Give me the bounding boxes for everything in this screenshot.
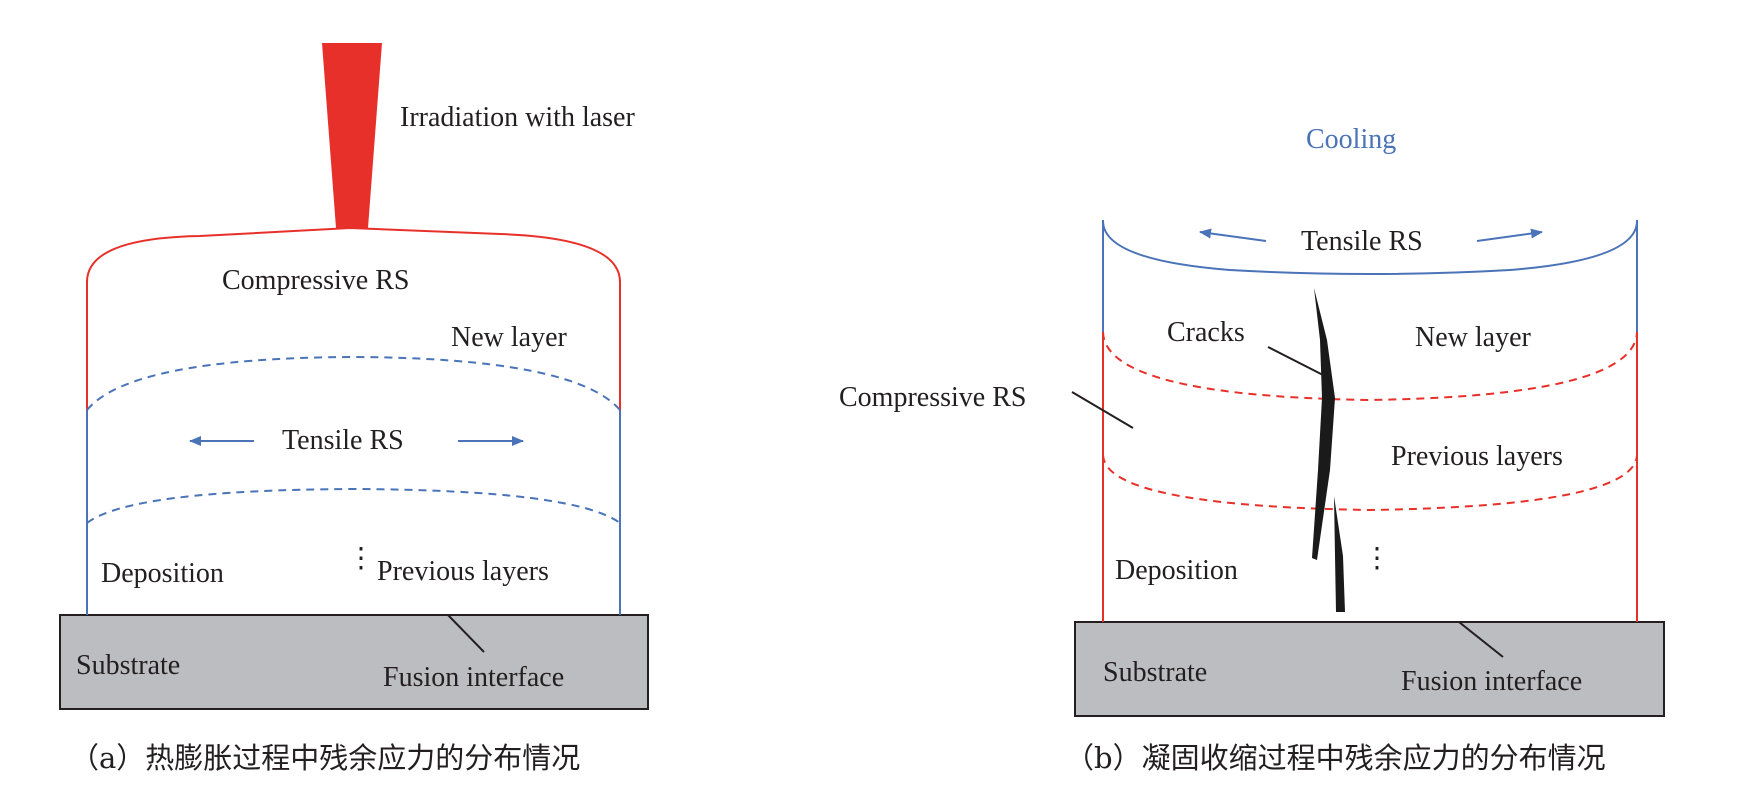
substrate-block-b [1074, 621, 1665, 717]
cracks-label: Cracks [1167, 317, 1245, 348]
laser-label: Irradiation with laser [400, 102, 635, 133]
ellipsis-a: ⋮ [347, 543, 375, 574]
ellipsis-b: ⋮ [1363, 543, 1391, 574]
substrate-label: Substrate [76, 650, 180, 681]
new-layer-boundary [86, 355, 621, 411]
top-surface-b [1102, 220, 1638, 275]
caption-a: （a）热膨胀过程中残余应力的分布情况 [70, 741, 580, 775]
fusion-interface-leader-b [1458, 621, 1504, 658]
previous-layers-label: Previous layers [377, 556, 549, 587]
cooling-label: Cooling [1306, 124, 1396, 155]
compressive-rs-label: Compressive RS [222, 265, 409, 296]
fusion-interface-label-b: Fusion interface [1401, 666, 1582, 697]
fusion-interface-label: Fusion interface [383, 662, 564, 693]
new-layer-label-b: New layer [1415, 322, 1532, 353]
tensile-arrow-left-b [1199, 228, 1267, 242]
previous-layer-boundary [86, 487, 621, 524]
substrate-block [59, 614, 649, 710]
compressive-rs-label-b: Compressive RS [839, 382, 1026, 413]
deposition-label: Deposition [101, 558, 224, 589]
tensile-rs-label: Tensile RS [282, 425, 404, 456]
new-layer-label: New layer [451, 322, 568, 353]
tensile-arrow-right-b [1476, 228, 1543, 242]
deposition-label-b: Deposition [1115, 555, 1238, 586]
cracks-leader [1267, 346, 1324, 376]
compressive-leader-b [1071, 391, 1134, 429]
laser-beam [322, 43, 382, 228]
previous-layers-label-b: Previous layers [1391, 441, 1563, 472]
crack-lower [1334, 496, 1345, 612]
melt-pool-surface [86, 226, 621, 283]
crack-upper [1312, 288, 1335, 560]
new-layer-boundary-b [1102, 331, 1638, 402]
panel-a: Irradiation with laser Substrate Fusion … [59, 43, 649, 775]
tensile-rs-label-b: Tensile RS [1301, 226, 1423, 257]
panel-b: Cooling Substrate Fusion interface Tensi… [839, 124, 1665, 775]
substrate-label-b: Substrate [1103, 657, 1207, 688]
previous-layer-boundary-b [1102, 454, 1638, 512]
caption-b: （b）凝固收缩过程中残余应力的分布情况 [1065, 741, 1606, 775]
fusion-interface-leader [447, 614, 485, 653]
